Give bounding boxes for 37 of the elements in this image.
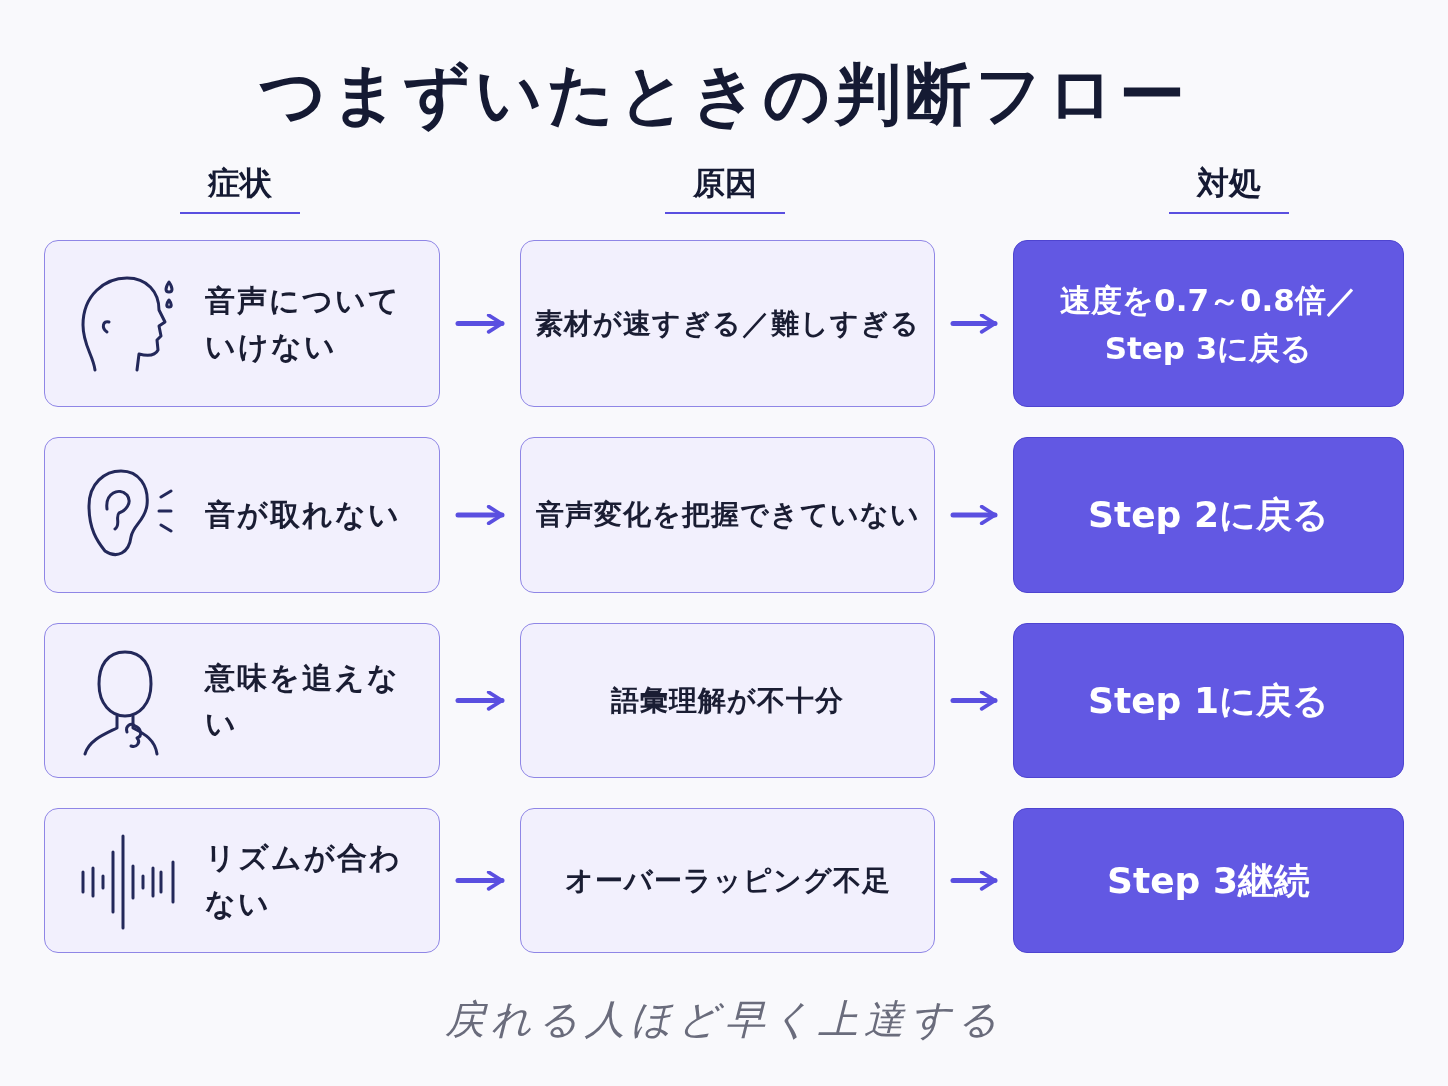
box-text: 語彙理解が不十分 <box>610 682 845 719</box>
box-text: リズムが合わない <box>205 838 403 923</box>
arrow <box>950 504 998 526</box>
action-box <box>1013 240 1404 407</box>
column-header: 対処 <box>1169 162 1289 214</box>
box-text: 意味を追えない <box>205 658 401 743</box>
box-text: Step 1に戻る <box>1087 678 1330 723</box>
box-text: 音が取れない <box>205 495 402 534</box>
column-header: 症状 <box>180 162 300 214</box>
arrow <box>950 870 998 891</box>
symptom-box <box>44 437 440 593</box>
cause-box <box>520 808 935 953</box>
action-box <box>1013 623 1404 778</box>
box-text: 音声変化を把握できていない <box>534 497 921 534</box>
cause-box <box>520 623 935 778</box>
title: つまずいたときの判断フロー <box>258 55 1190 135</box>
arrow <box>455 313 505 334</box>
column-header: 原因 <box>665 162 785 214</box>
symptom-box <box>44 808 440 953</box>
box-text: 音声についていけない <box>205 281 402 366</box>
arrow <box>455 870 505 891</box>
action-box <box>1013 437 1404 593</box>
box-text: Step 2に戻る <box>1087 493 1330 538</box>
symptom-box <box>44 623 440 778</box>
box-text: 速度を0.7～0.8倍／Step 3に戻る <box>1059 280 1358 368</box>
box-text: オーバーラッピング不足 <box>563 862 892 899</box>
arrow <box>455 504 505 526</box>
cause-box <box>520 240 935 407</box>
caption: 戻れる人ほど早く上達する <box>443 995 1005 1044</box>
arrow <box>950 690 998 711</box>
box-text: Step 3継続 <box>1106 858 1311 903</box>
cause-box <box>520 437 935 593</box>
arrow <box>455 690 505 711</box>
arrow <box>950 313 998 334</box>
box-text: 素材が速すぎる／難しすぎる <box>534 305 921 342</box>
symptom-box <box>44 240 440 407</box>
action-box <box>1013 808 1404 953</box>
